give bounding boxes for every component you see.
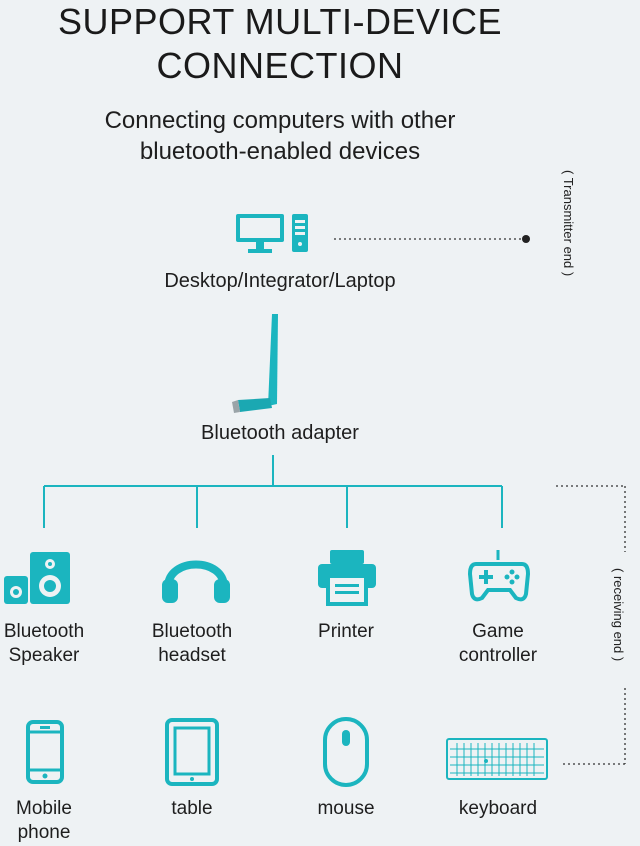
adapter-label: Bluetooth adapter: [201, 422, 359, 444]
keyboard-icon: [446, 738, 548, 780]
printer-icon: [318, 550, 376, 606]
gamepad-icon: [467, 550, 531, 602]
receiving-end-label: ( receiving end ): [611, 568, 626, 662]
tablet-icon: [165, 718, 219, 786]
device-label-keyboard: keyboard: [458, 798, 538, 819]
source-label: Desktop/Integrator/Laptop: [164, 270, 396, 292]
device-label-mouse: mouse: [317, 798, 375, 819]
mouse-icon: [323, 717, 369, 787]
desktop-computer-icon: [236, 214, 308, 253]
subtitle-line-2: bluetooth-enabled devices: [139, 138, 421, 165]
device-label-game-controller: Game controller: [458, 621, 538, 666]
device-label-mobile-phone: Mobile phone: [16, 798, 72, 843]
speaker-icon: [4, 552, 70, 604]
headset-icon: [162, 560, 230, 603]
transmitter-connector: [334, 235, 530, 243]
subtitle-line-1: Connecting computers with other: [104, 107, 456, 134]
device-label-speaker: Bluetooth Speaker: [3, 621, 85, 666]
device-label-headset: Bluetooth headset: [151, 621, 233, 666]
title-line-1: SUPPORT MULTI-DEVICE: [57, 1, 503, 42]
device-label-printer: Printer: [318, 621, 374, 642]
phone-icon: [26, 720, 64, 784]
device-label-tablet: table: [171, 798, 213, 819]
title-line-2: CONNECTION: [156, 45, 404, 86]
usb-adapter-icon: [232, 314, 278, 413]
